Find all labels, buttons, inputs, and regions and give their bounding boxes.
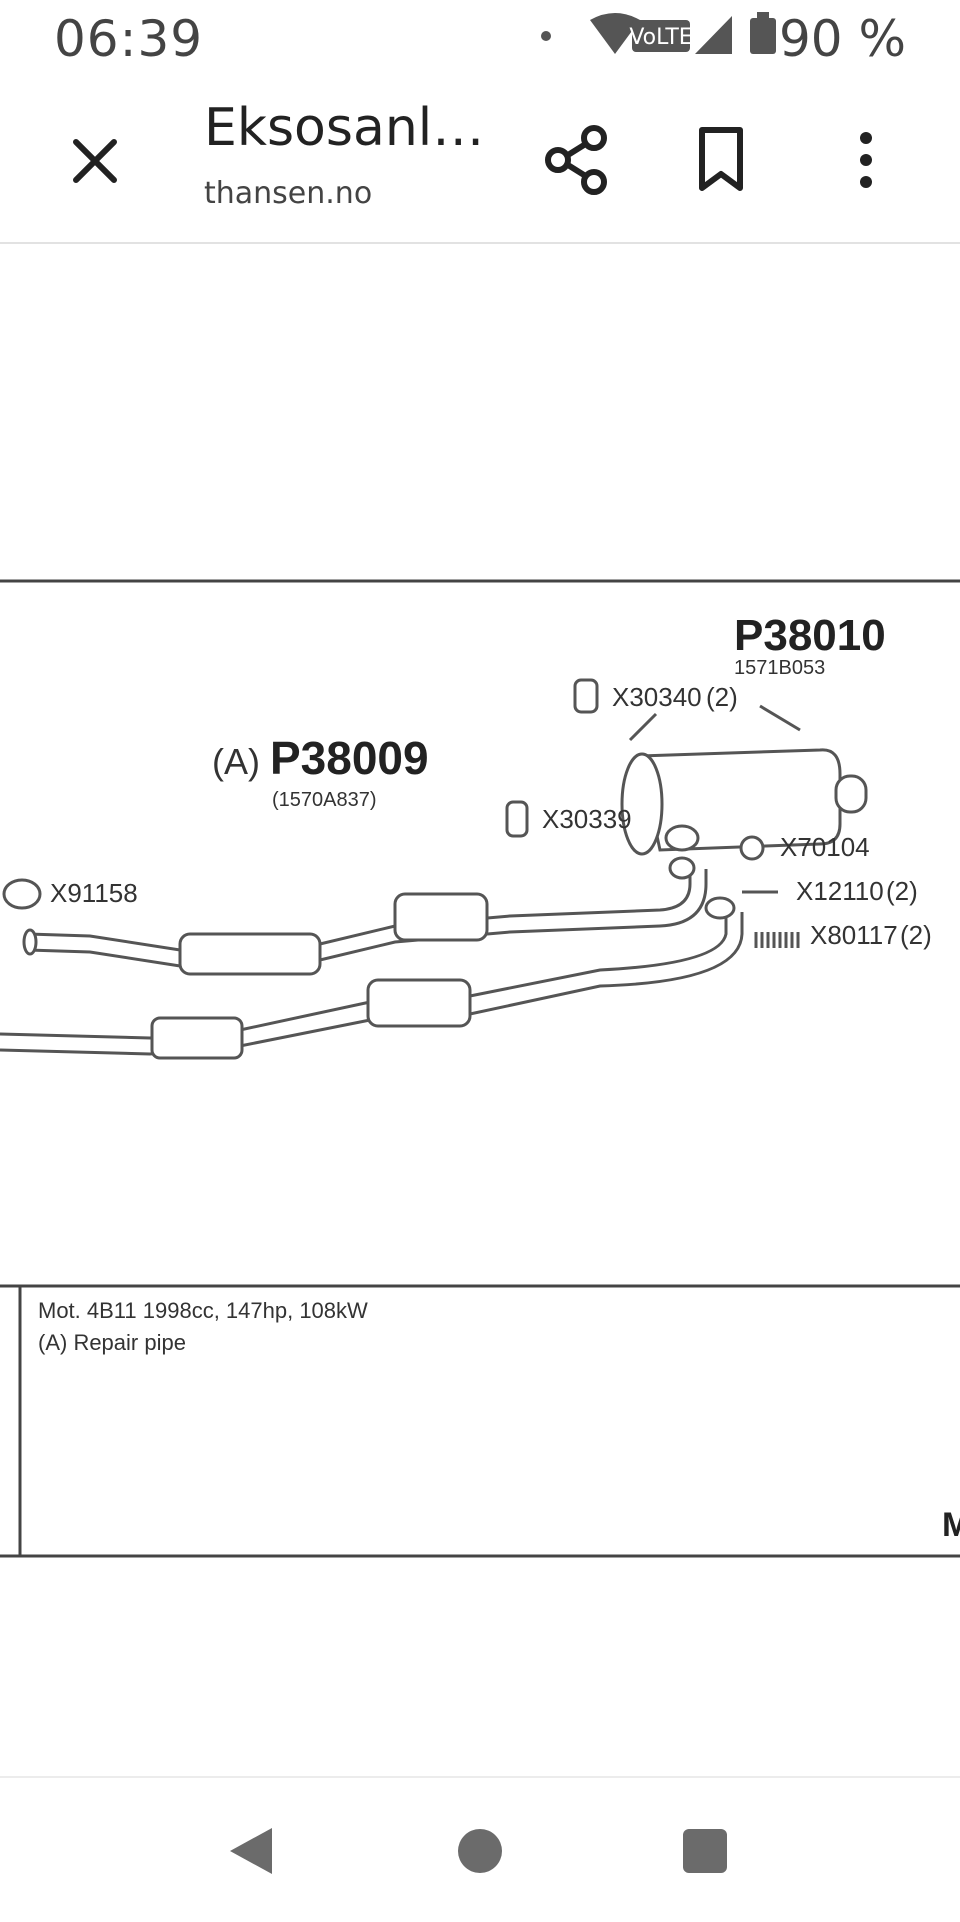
battery-icon xyxy=(750,12,776,54)
part-x30340-code: X30340 xyxy=(612,682,702,712)
back-button[interactable] xyxy=(206,1806,296,1896)
network-label: VoLTE xyxy=(629,25,692,50)
rubber-mount-lower-icon xyxy=(505,800,529,838)
home-button[interactable] xyxy=(435,1806,525,1896)
corner-letter: M xyxy=(942,1506,960,1544)
recents-button[interactable] xyxy=(660,1806,750,1896)
wifi-icon xyxy=(590,13,640,54)
close-button[interactable] xyxy=(58,124,132,198)
more-options-button[interactable] xyxy=(836,120,896,200)
part-x12110-code: X12110 xyxy=(796,876,884,906)
upper-pipe-assembly xyxy=(22,869,708,976)
rubber-mount-upper-icon xyxy=(573,678,599,714)
hardware-drawings xyxy=(2,678,800,948)
status-bar: 06:39 VoLTE 90 % xyxy=(0,0,960,80)
note-engine: Mot. 4B11 1998cc, 147hp, 108kW xyxy=(38,1298,368,1323)
close-icon xyxy=(73,139,117,183)
part-p38009-ref: (1570A837) xyxy=(272,789,377,811)
part-p38009-prefix: (A) xyxy=(212,741,260,782)
part-x80117-code: X80117 xyxy=(810,920,898,950)
part-x30340-qty: (2) xyxy=(706,682,738,712)
note-repair-pipe: (A) Repair pipe xyxy=(38,1330,186,1355)
volte-icon: VoLTE xyxy=(629,20,693,52)
back-triangle-icon xyxy=(230,1828,272,1874)
ring-x70104-icon xyxy=(739,835,765,861)
part-x70104-code: X70104 xyxy=(780,832,870,862)
home-circle-icon xyxy=(458,1829,502,1873)
more-vert-icon xyxy=(860,132,872,188)
bookmark-button[interactable] xyxy=(684,120,758,200)
share-icon xyxy=(545,125,607,195)
part-p38009-code: P38009 xyxy=(270,732,429,784)
page-title: Eksosanl… xyxy=(204,98,485,158)
gasket-2-icon xyxy=(668,856,696,880)
recents-square-icon xyxy=(683,1829,727,1873)
bookmark-icon xyxy=(699,127,743,191)
part-x30339-code: X30339 xyxy=(542,804,632,834)
rear-silencer xyxy=(620,704,868,856)
notification-dot-icon xyxy=(541,31,551,41)
status-icons: VoLTE xyxy=(541,12,776,54)
part-x80117-qty: (2) xyxy=(900,920,932,950)
battery-percentage: 90 % xyxy=(778,10,906,68)
part-x91158-code: X91158 xyxy=(50,878,138,908)
part-p38010-ref: 1571B053 xyxy=(734,657,825,679)
page-domain: thansen.no xyxy=(204,176,373,211)
part-x12110-qty: (2) xyxy=(886,876,918,906)
exhaust-diagram-image[interactable]: (A) P38009 (1570A837) P38010 1571B053 X3… xyxy=(0,244,960,1774)
cell-signal-icon xyxy=(695,16,732,54)
clamp-x91158-icon xyxy=(2,878,42,910)
spring-x80117-icon xyxy=(754,932,800,948)
lower-pipe-assembly xyxy=(0,896,744,1060)
gasket-icon xyxy=(664,824,700,852)
status-time: 06:39 xyxy=(54,10,204,68)
part-p38010-code: P38010 xyxy=(734,611,886,660)
navigation-bar xyxy=(0,1776,960,1922)
share-button[interactable] xyxy=(540,120,614,200)
app-bar: Eksosanl… thansen.no xyxy=(0,80,960,244)
